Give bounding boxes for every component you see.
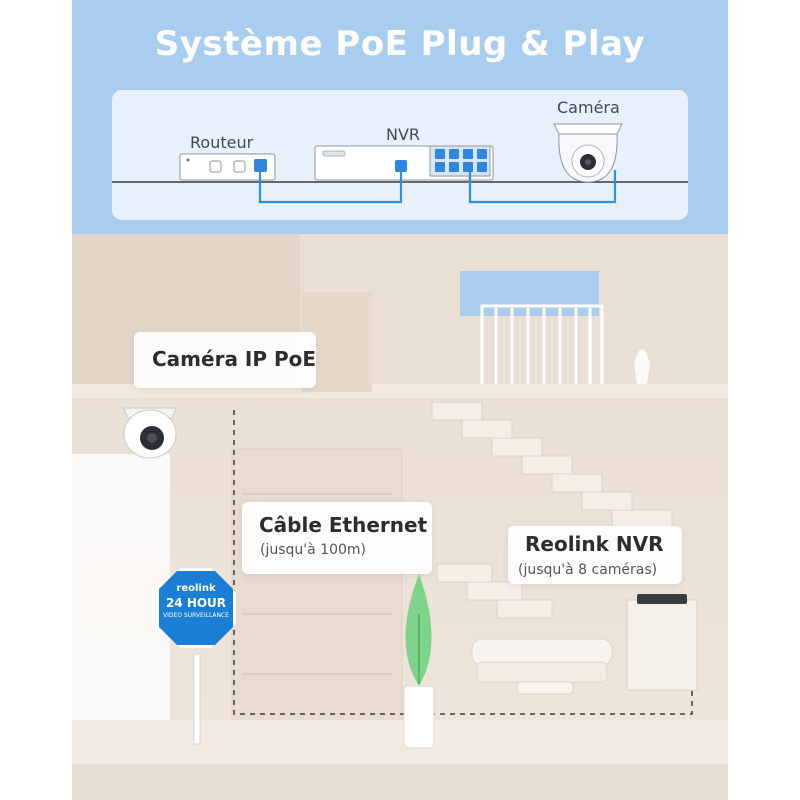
sign-line2: VIDEO SURVEILLANCE — [162, 612, 230, 619]
nvr-device-icon — [637, 594, 687, 604]
network-diagram: Routeur NVR Caméra — [112, 90, 688, 220]
nvr-cabinet — [626, 594, 698, 691]
nvr-callout: Reolink NVR (jusqu'à 8 caméras) — [508, 526, 682, 584]
sign-line1: 24 HOUR — [165, 596, 227, 610]
dome-camera-icon — [553, 123, 623, 183]
infographic: Système PoE Plug & Play Routeur NVR Camé… — [72, 0, 728, 800]
nvr-label: NVR — [386, 125, 421, 144]
ethernet-cable-route — [233, 410, 693, 715]
staircase — [431, 401, 673, 619]
cable-nvr-camera — [468, 170, 617, 204]
cable-callout-subtitle: (jusqu'à 100m) — [260, 542, 366, 558]
camera-callout-title: Caméra IP PoE — [152, 347, 317, 371]
nvr-callout-subtitle: (jusqu'à 8 caméras) — [518, 562, 658, 578]
house-scene: reolink 24 HOUR VIDEO SURVEILLANCE — [72, 234, 728, 800]
crib — [480, 304, 604, 388]
cable-callout: Câble Ethernet (jusqu'à 100m) — [242, 502, 432, 574]
plant — [403, 574, 435, 749]
page-title: Système PoE Plug & Play — [154, 24, 646, 64]
nvr-callout-title: Reolink NVR — [525, 532, 664, 556]
cable-callout-title: Câble Ethernet — [259, 513, 428, 537]
camera-callout: Caméra IP PoE — [134, 332, 316, 388]
cable-router-nvr — [258, 172, 403, 204]
router-icon — [179, 153, 276, 181]
camera-label: Caméra — [557, 98, 620, 117]
house-illustration — [72, 234, 728, 800]
ip-camera-icon — [123, 407, 177, 459]
router-label: Routeur — [190, 133, 254, 152]
nvr-device-icon — [314, 145, 494, 181]
diagram-graphics — [112, 123, 688, 204]
sign-brand: reolink — [176, 583, 216, 594]
sofa — [471, 638, 613, 683]
surveillance-sign: reolink 24 HOUR VIDEO SURVEILLANCE — [156, 568, 236, 648]
